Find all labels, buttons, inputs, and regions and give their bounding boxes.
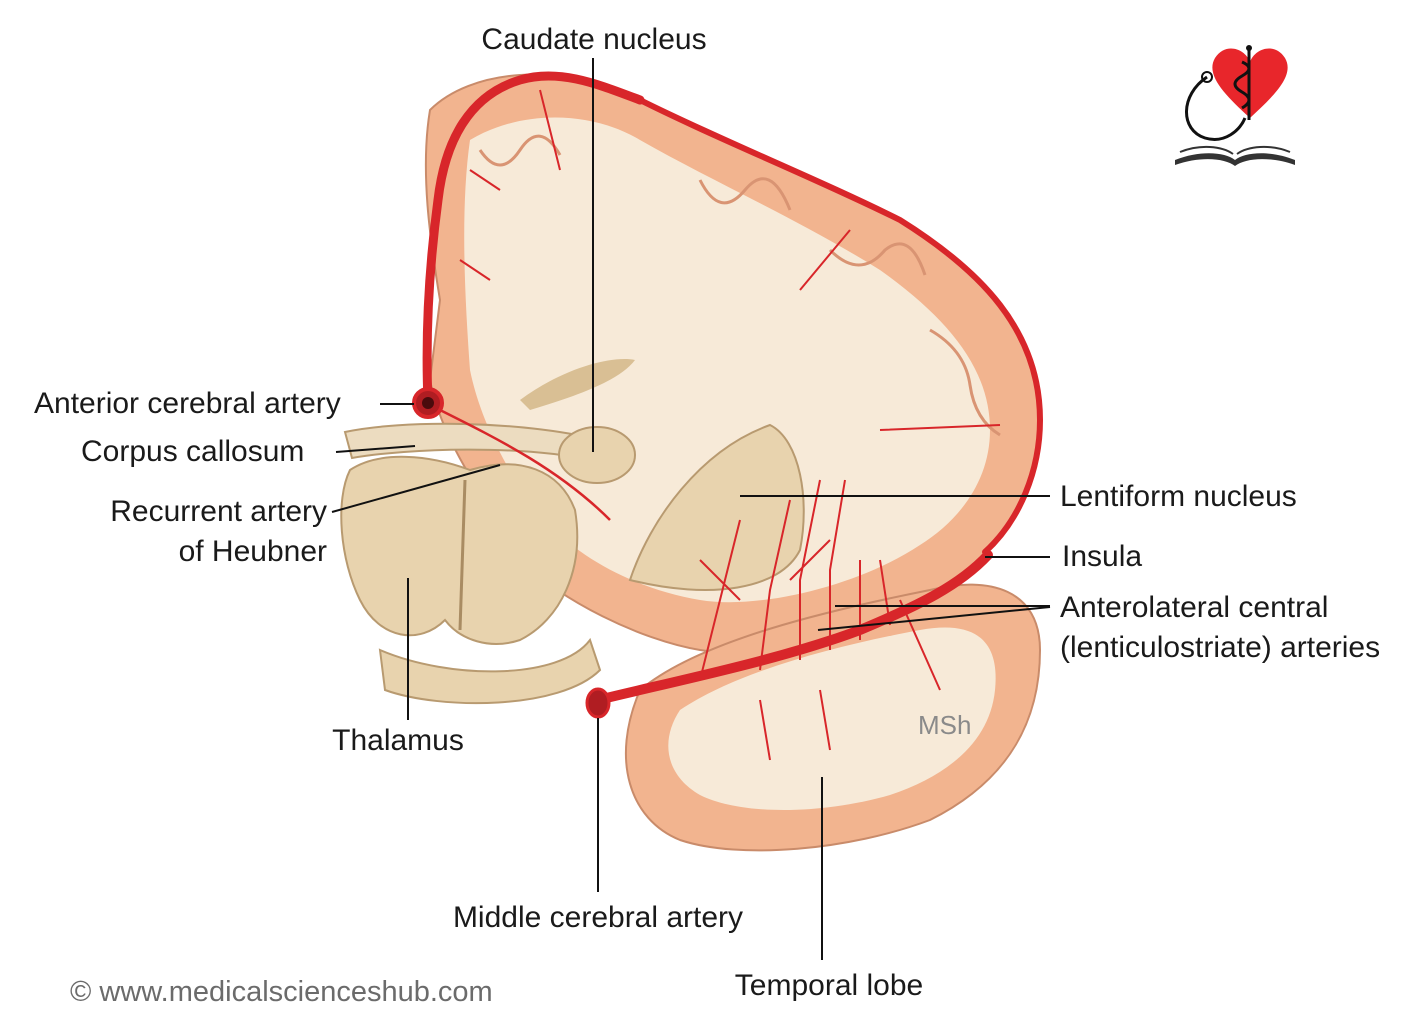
temporal-white-matter	[668, 627, 996, 810]
label-anterolateral-line2: (lenticulostriate) arteries	[1060, 631, 1381, 664]
label-temporal-lobe: Temporal lobe	[734, 969, 924, 1002]
label-insula: Insula	[1062, 540, 1143, 573]
middle-cerebral-artery-vessel	[593, 550, 993, 705]
recurrent-artery-of-heubner-vessel	[439, 408, 611, 521]
label-anterolateral-line1: Anterolateral central	[1060, 591, 1329, 624]
label-middle-cerebral-artery: Middle cerebral artery	[452, 901, 744, 934]
anterior-cerebral-artery-lateral	[637, 97, 1044, 555]
label-anterior-cerebral-artery: Anterior cerebral artery	[34, 387, 341, 420]
thalamus-midline	[458, 479, 467, 631]
lenticulostriate-arteries	[699, 479, 891, 681]
label-lentiform-nucleus: Lentiform nucleus	[1060, 480, 1297, 513]
open-book-icon	[1175, 146, 1295, 166]
caudate-nucleus-shape	[558, 426, 636, 484]
label-corpus-callosum: Corpus callosum	[81, 435, 305, 468]
watermark: MSh	[918, 710, 972, 740]
lentiform-nucleus-shape	[628, 423, 805, 591]
anterior-cerebral-artery-vessel	[422, 71, 645, 407]
label-thalamus: Thalamus	[332, 724, 464, 757]
label-recurrent-artery-line2: of Heubner	[178, 535, 327, 568]
copyright-credit: © www.medicalscienceshub.com	[70, 976, 493, 1008]
cortical-branches	[459, 89, 1001, 761]
stethoscope-icon	[1185, 71, 1247, 141]
lateral-ventricle	[520, 359, 635, 410]
heart-caduceus-logo-icon	[1212, 45, 1288, 120]
label-recurrent-artery-line1: Recurrent artery	[110, 495, 327, 528]
cortex-gyri	[478, 134, 1001, 437]
brainstem-base	[378, 637, 602, 705]
middle-cerebral-artery-cut	[585, 687, 611, 719]
label-caudate-nucleus: Caudate nucleus	[481, 23, 707, 56]
thalamus-shape	[340, 455, 579, 645]
